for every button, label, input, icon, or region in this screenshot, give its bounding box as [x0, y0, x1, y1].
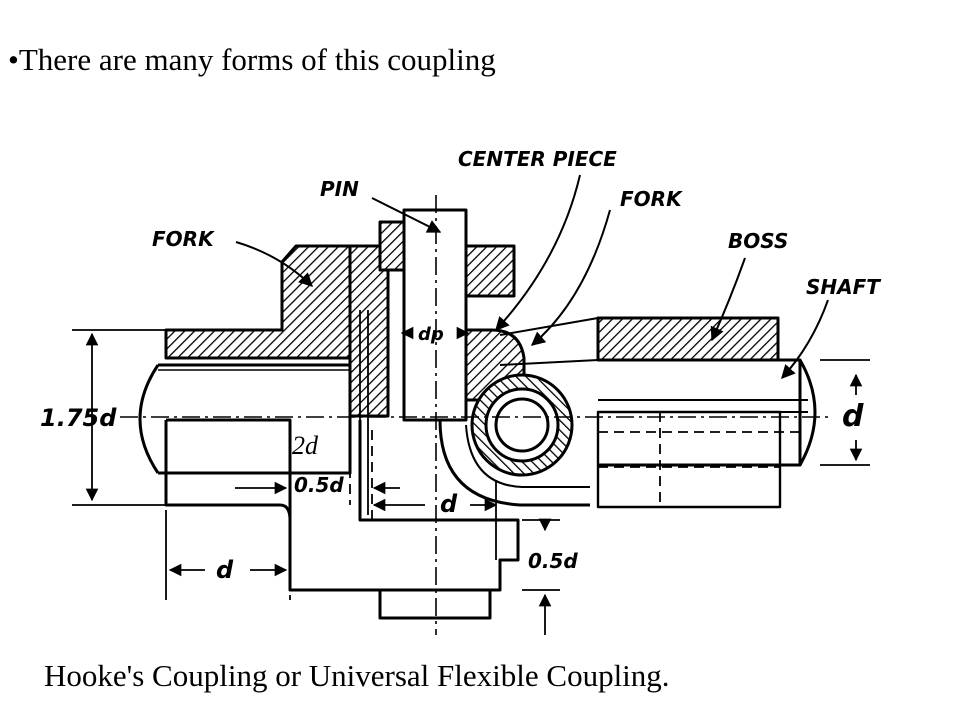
- label-pin: PIN: [320, 177, 359, 201]
- dim-0-5d-left: 0.5d: [294, 473, 344, 497]
- dim-d-right: d: [842, 399, 864, 434]
- dim-1-75d: 1.75d: [40, 404, 117, 432]
- center-lines: [120, 195, 830, 635]
- right-fork-arm: [438, 419, 590, 507]
- label-fork-left: FORK: [152, 227, 215, 251]
- label-boss: BOSS: [728, 229, 788, 253]
- center-piece: [464, 328, 574, 477]
- top-flange-right: [464, 244, 516, 298]
- bullet-text: There are many forms of this coupling: [18, 42, 496, 77]
- dim-d-mid: d: [440, 490, 458, 518]
- left-shaft: [138, 363, 352, 475]
- top-flange-left: [378, 220, 406, 272]
- bullet-mark: •: [8, 42, 19, 77]
- left-fork-hub: [164, 244, 390, 418]
- figure-caption: Hooke's Coupling or Universal Flexible C…: [44, 658, 670, 693]
- right-shaft: [596, 358, 817, 509]
- label-center-piece: CENTER PIECE: [458, 147, 617, 171]
- slide-bullet-text: •There are many forms of this coupling: [8, 40, 496, 80]
- label-fork-right: FORK: [620, 187, 683, 211]
- left-fork-body: [164, 418, 520, 592]
- dim-d-bottom: d: [216, 556, 234, 584]
- dim-dp: dp: [418, 324, 444, 345]
- dimension-lines: [72, 326, 870, 635]
- leader-lines: [235, 174, 829, 380]
- center-pin: [378, 208, 492, 620]
- label-shaft: SHAFT: [806, 275, 881, 299]
- right-boss: [596, 316, 780, 362]
- hidden-lines: [349, 412, 800, 520]
- dim-0-5d-right: 0.5d: [528, 549, 578, 573]
- dim-2d: 2d: [292, 431, 319, 460]
